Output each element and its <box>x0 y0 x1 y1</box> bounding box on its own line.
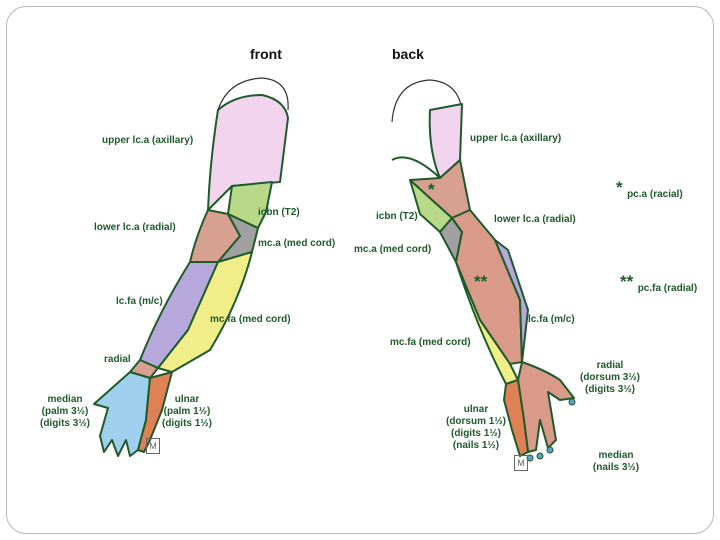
legend-pcfa: ** pc.fa (radial) <box>620 272 698 294</box>
back-label-mca: mc.a (med cord) <box>354 244 432 255</box>
front-median-line-2: (palm 3½) <box>41 406 89 417</box>
back-label-radial: radial (dorsum 3½) (digits 3½) <box>578 360 642 396</box>
front-axillary-region <box>207 94 289 211</box>
front-median-line-1: median <box>47 394 83 405</box>
back-ulnar-hand <box>503 379 529 457</box>
front-shoulder-outline <box>217 77 289 111</box>
front-label-ulnar: ulnar (palm 1½) (digits 1½) <box>158 394 216 430</box>
back-median-line-1: median <box>598 450 634 461</box>
front-ulnar-line-2: (palm 1½) <box>163 406 211 417</box>
back-median-line-2: (nails 3½) <box>592 462 640 473</box>
front-label-median: median (palm 3½) (digits 3½) <box>36 394 94 430</box>
front-label-radial: radial <box>104 354 131 365</box>
back-nail-2 <box>536 452 544 460</box>
back-label-ulnar: ulnar (dorsum 1½) (digits 1½) (nails 1½) <box>444 404 508 452</box>
front-median-line-3: (digits 3½) <box>39 418 90 429</box>
back-arm <box>391 79 576 462</box>
back-label-lower-lca: lower lc.a (radial) <box>494 214 576 225</box>
front-ulnar-line-1: ulnar <box>174 394 200 405</box>
back-pcfa-region <box>451 209 523 365</box>
back-ulnar-line-3: (digits 1½) <box>450 428 501 439</box>
legend-pcfa-star: ** <box>620 272 634 291</box>
front-signature: M <box>146 438 160 454</box>
front-label-lcfa: lc.fa (m/c) <box>116 296 163 307</box>
back-nail-1 <box>546 446 554 454</box>
back-shoulder-outline <box>391 79 463 123</box>
back-ulnar-line-1: ulnar <box>463 404 489 415</box>
back-marker-single-star: * <box>428 180 435 199</box>
back-shoulder-line <box>391 156 441 179</box>
legend-pca-text: pc.a (racial) <box>627 189 683 200</box>
back-radial-line-3: (digits 3½) <box>584 384 635 395</box>
front-label-mca: mc.a (med cord) <box>258 238 336 249</box>
back-radial-line-2: (dorsum 3½) <box>579 372 640 383</box>
back-ulnar-line-2: (dorsum 1½) <box>445 416 506 427</box>
front-icbn-region <box>227 181 273 229</box>
legend-pca: * pc.a (racial) <box>616 178 683 200</box>
back-radial-hand <box>517 361 575 453</box>
legend-pca-star: * <box>616 178 623 197</box>
back-signature: M <box>514 455 528 471</box>
front-label-upper-lca: upper lc.a (axillary) <box>102 135 194 146</box>
back-marker-double-star: ** <box>474 272 488 291</box>
back-radial-line-1: radial <box>596 360 624 371</box>
back-label-lcfa: lc.fa (m/c) <box>528 314 575 325</box>
back-label-mcfa: mc.fa (med cord) <box>390 337 471 348</box>
legend-pcfa-text: pc.fa (radial) <box>637 283 698 294</box>
back-lcfa-region <box>494 239 529 363</box>
front-ulnar-line-3: (digits 1½) <box>161 418 212 429</box>
front-arm <box>93 77 289 457</box>
front-ulnar-hand <box>137 371 173 453</box>
front-label-icbn: icbn (T2) <box>258 207 300 218</box>
back-ulnar-line-4: (nails 1½) <box>452 440 500 451</box>
back-nail-4 <box>568 398 576 406</box>
front-label-lower-lca: lower lc.a (radial) <box>94 222 176 233</box>
front-label-mcfa: mc.fa (med cord) <box>210 314 291 325</box>
back-heading: back <box>392 46 424 62</box>
back-label-icbn: icbn (T2) <box>376 211 418 222</box>
back-label-median: median (nails 3½) <box>584 450 648 474</box>
front-heading: front <box>250 46 282 62</box>
back-label-upper-lca: upper lc.a (axillary) <box>470 133 562 144</box>
